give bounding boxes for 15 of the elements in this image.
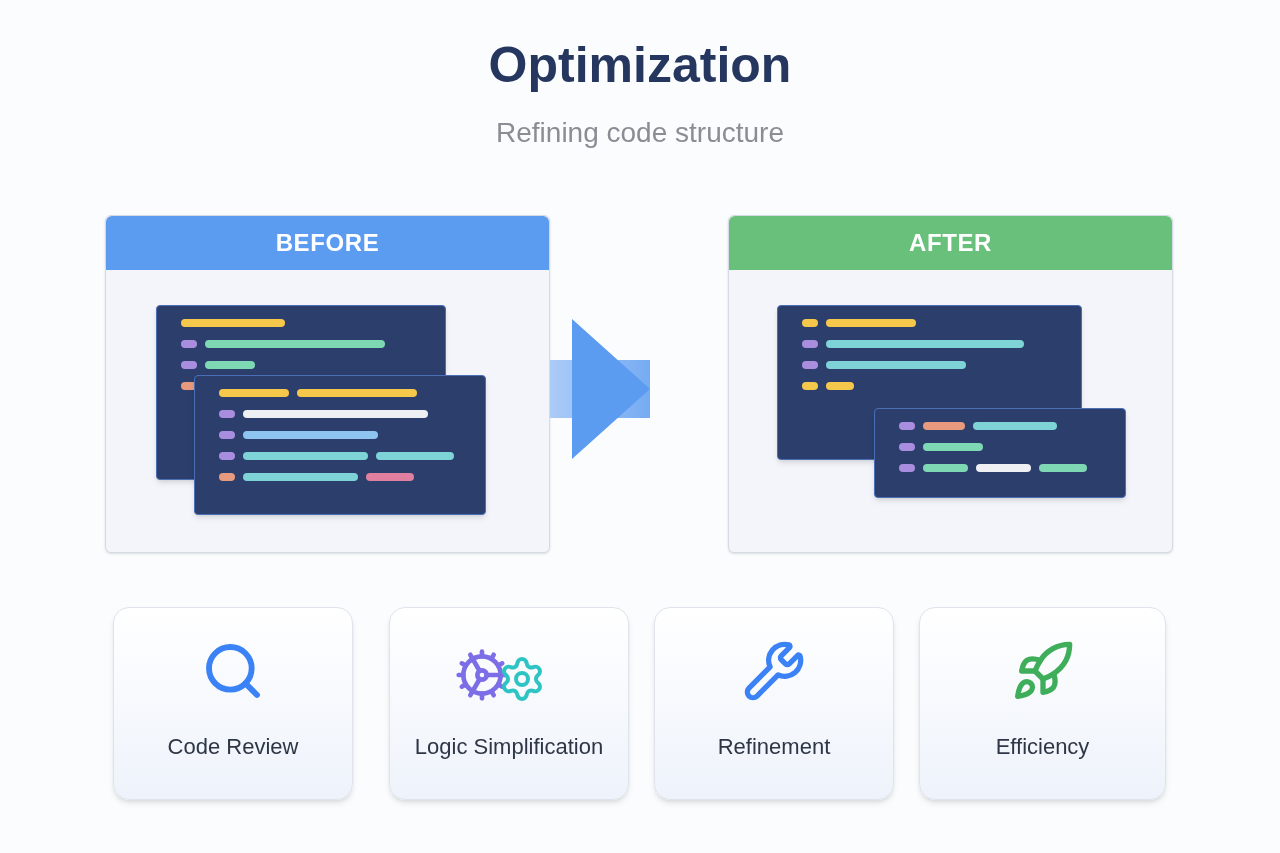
feature-card (654, 607, 894, 800)
arrow (550, 319, 650, 459)
code-panel (728, 215, 1173, 553)
title: Optimization (487, 36, 793, 95)
subtitle: Refining code structure (495, 116, 785, 150)
panel-title: AFTER (909, 228, 992, 258)
code-panel (105, 215, 550, 553)
card-label: Logic Simplification (413, 732, 605, 761)
card-label: Efficiency (994, 732, 1091, 761)
card-label: Refinement (716, 732, 832, 761)
feature-card (919, 607, 1166, 800)
panel-title: BEFORE (275, 228, 380, 258)
feature-card (389, 607, 629, 800)
feature-card (113, 607, 353, 800)
card-label: Code Review (166, 732, 300, 761)
